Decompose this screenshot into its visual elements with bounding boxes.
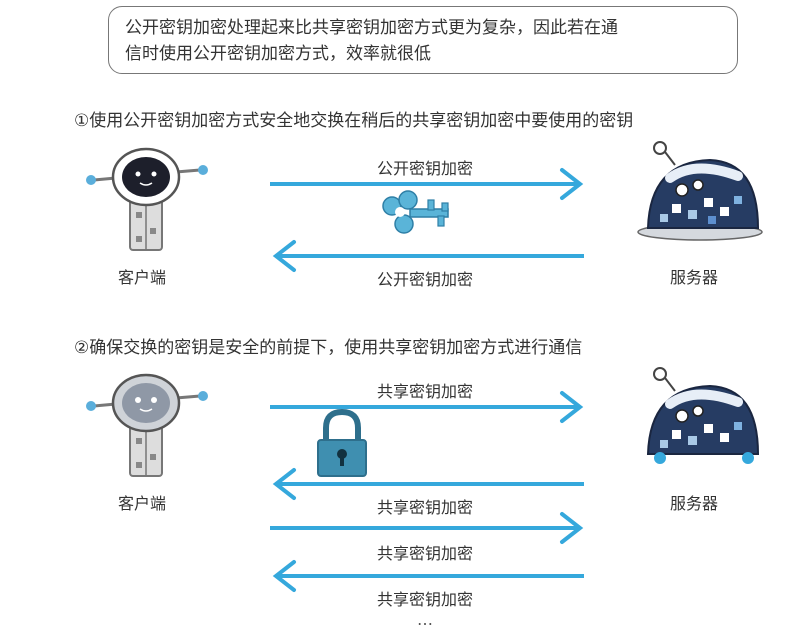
- arrow-3-left-label: 共享密钥加密: [376, 590, 473, 609]
- continuation-ellipsis: …: [417, 610, 433, 629]
- explanation-note: 公开密钥加密处理起来比共享密钥加密方式更为复杂，因此若在通 信时使用公开密钥加密…: [108, 6, 738, 74]
- padlock-icon: [317, 408, 367, 477]
- note-line-1: 公开密钥加密处理起来比共享密钥加密方式更为复杂，因此若在通: [125, 18, 618, 38]
- arrow-2-right-label: 共享密钥加密: [376, 382, 473, 401]
- step-1-heading: ①使用公开密钥加密方式安全地交换在稍后的共享密钥加密中要使用的密钥: [74, 111, 634, 131]
- arrow-2-right: [270, 391, 584, 423]
- arrow-2-left: [272, 468, 584, 500]
- arrow-1-left-label: 公开密钥加密: [376, 270, 473, 289]
- client-robot-icon: [86, 147, 208, 251]
- arrow-3-left: [272, 560, 584, 592]
- note-line-2: 信时使用公开密钥加密方式，效率就很低: [125, 44, 431, 64]
- server-label-2: 服务器: [670, 494, 719, 513]
- server-robot-icon: [637, 141, 763, 241]
- server-label-1: 服务器: [670, 268, 719, 287]
- client-label-2: 客户端: [118, 494, 167, 513]
- step-2-heading: ②确保交换的密钥是安全的前提下，使用共享密钥加密方式进行通信: [74, 338, 583, 358]
- arrow-3-right-label: 共享密钥加密: [376, 544, 473, 563]
- arrow-3-right: [270, 512, 584, 544]
- server-robot-icon-2: [646, 367, 760, 464]
- arrow-1-left: [272, 240, 584, 272]
- client-robot-icon-2: [86, 373, 208, 477]
- client-label-1: 客户端: [118, 268, 167, 287]
- arrow-1-right: [270, 168, 584, 200]
- arrow-2-left-label: 共享密钥加密: [376, 498, 473, 517]
- key-icon: [382, 190, 449, 234]
- arrow-1-right-label: 公开密钥加密: [376, 159, 473, 178]
